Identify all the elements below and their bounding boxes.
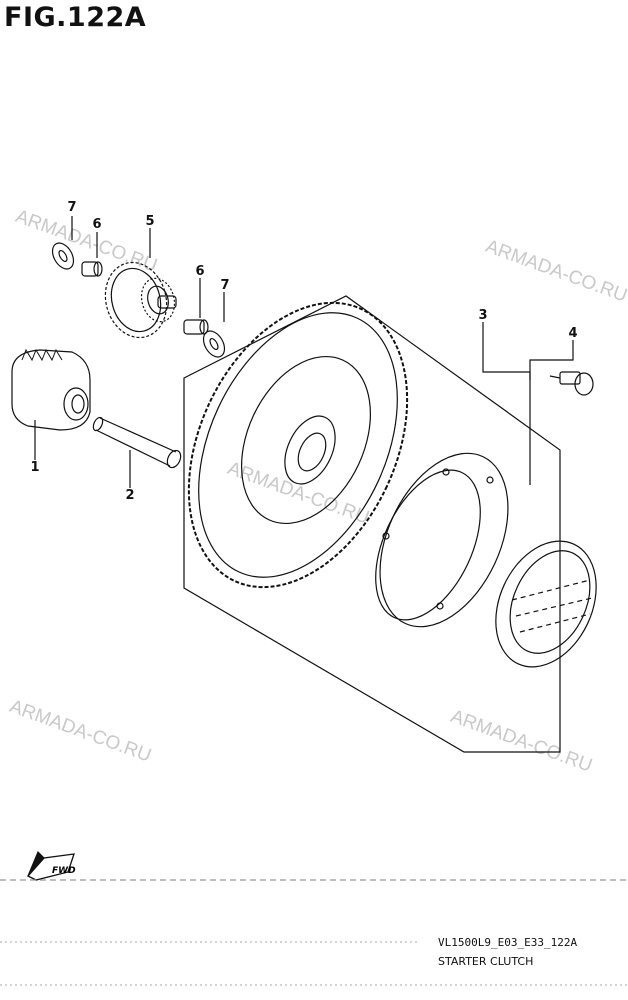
one-way-clutch bbox=[495, 540, 597, 668]
washer-7-upper bbox=[51, 242, 75, 270]
callout-7: 7 bbox=[67, 200, 77, 215]
callout-7: 7 bbox=[220, 278, 230, 293]
idle-gear-5 bbox=[104, 261, 177, 339]
shaft-2 bbox=[92, 416, 182, 469]
callout-3: 3 bbox=[478, 308, 488, 323]
figure-caption: STARTER CLUTCH bbox=[438, 955, 534, 968]
fwd-label: FWD bbox=[52, 866, 76, 876]
callout-4: 4 bbox=[568, 326, 578, 341]
clutch-housing bbox=[375, 452, 509, 628]
bushing-6-lower bbox=[183, 319, 209, 335]
driven-gear-1 bbox=[11, 348, 91, 431]
ring-gear-3 bbox=[187, 301, 409, 589]
bolt-4 bbox=[549, 371, 594, 396]
callout-5: 5 bbox=[145, 214, 155, 229]
washer-7-lower bbox=[202, 330, 226, 358]
callout-6: 6 bbox=[92, 217, 102, 232]
figure-title: FIG.122A bbox=[4, 2, 147, 33]
callout-2: 2 bbox=[125, 488, 135, 503]
bushing-6-upper bbox=[81, 261, 103, 277]
callout-1: 1 bbox=[30, 460, 40, 475]
figure-code: VL1500L9_E03_E33_122A bbox=[438, 936, 578, 949]
fwd-arrow-icon bbox=[26, 850, 75, 881]
callout-6: 6 bbox=[195, 264, 205, 279]
